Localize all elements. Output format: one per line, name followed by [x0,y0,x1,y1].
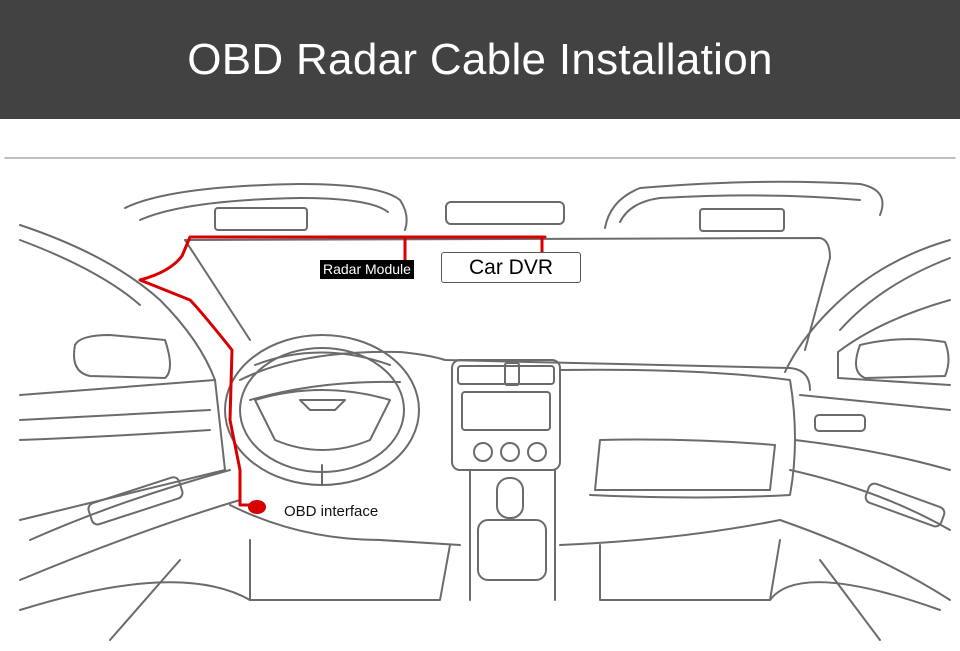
right-door-panel-lower [779,519,951,601]
obd-port-marker [248,500,266,514]
left-door-panel [29,469,231,541]
right-vent [814,414,866,432]
roof-lamp-right [699,208,785,232]
main-cable [138,235,547,507]
center-stack [451,359,561,471]
headliner-right-inner [619,194,861,223]
climate-knob-right [527,442,547,462]
headliner-right [604,180,884,229]
a-pillar-right-inner [839,257,951,331]
windshield-right-edge [184,237,831,351]
a-pillar-right [784,239,951,373]
headliner-left-inner [139,197,389,221]
instrument-cluster [254,351,391,366]
console-sides [469,469,556,601]
climate-knob-left [473,442,493,462]
left-door-handle [87,476,184,526]
dashboard-left-ledge [249,380,401,401]
gear-knob [496,477,524,519]
seat-edges [109,559,881,641]
right-window [837,299,951,386]
seat-right-lower [769,581,941,611]
head-unit-screen [461,391,551,431]
right-door-handle [864,482,946,528]
center-hazard [504,362,520,386]
car-interior-diagram: Radar Module Car DVR OBD interface [0,119,960,651]
glovebox [594,438,776,491]
roof-lamp-left [214,207,308,231]
floor-right [559,519,781,546]
left-door-line [19,409,211,421]
a-pillar-left-inner [19,239,141,306]
radar-module-label: Radar Module [320,260,414,279]
left-door-top [19,379,226,521]
steering-logo [299,399,346,411]
seat-left-lower [19,581,251,611]
right-door-panel [789,469,951,531]
car-interior-drawing [4,157,956,641]
page-title: OBD Radar Cable Installation [187,34,773,84]
climate-knob-center [500,442,520,462]
floor-left [229,504,461,546]
left-door-panel-lower [19,499,241,581]
gear-boot [477,519,547,581]
car-dvr-label: Car DVR [441,252,581,283]
headliner-left [124,183,408,231]
floor-mat-left [249,539,451,601]
title-banner: OBD Radar Cable Installation [0,0,960,119]
a-pillar-left [19,224,216,381]
left-door-line2 [19,429,211,441]
obd-interface-label: OBD interface [284,503,379,520]
dashboard-top [239,350,811,391]
right-door-top [799,394,951,411]
steering-hub [254,389,391,451]
right-side-mirror [855,338,950,379]
left-side-mirror [73,334,171,379]
mirror-base [445,201,565,225]
floor-mat-right [599,539,781,601]
right-door-line [794,439,951,471]
dashboard-right [559,368,796,499]
windshield-left-edge [184,239,251,341]
